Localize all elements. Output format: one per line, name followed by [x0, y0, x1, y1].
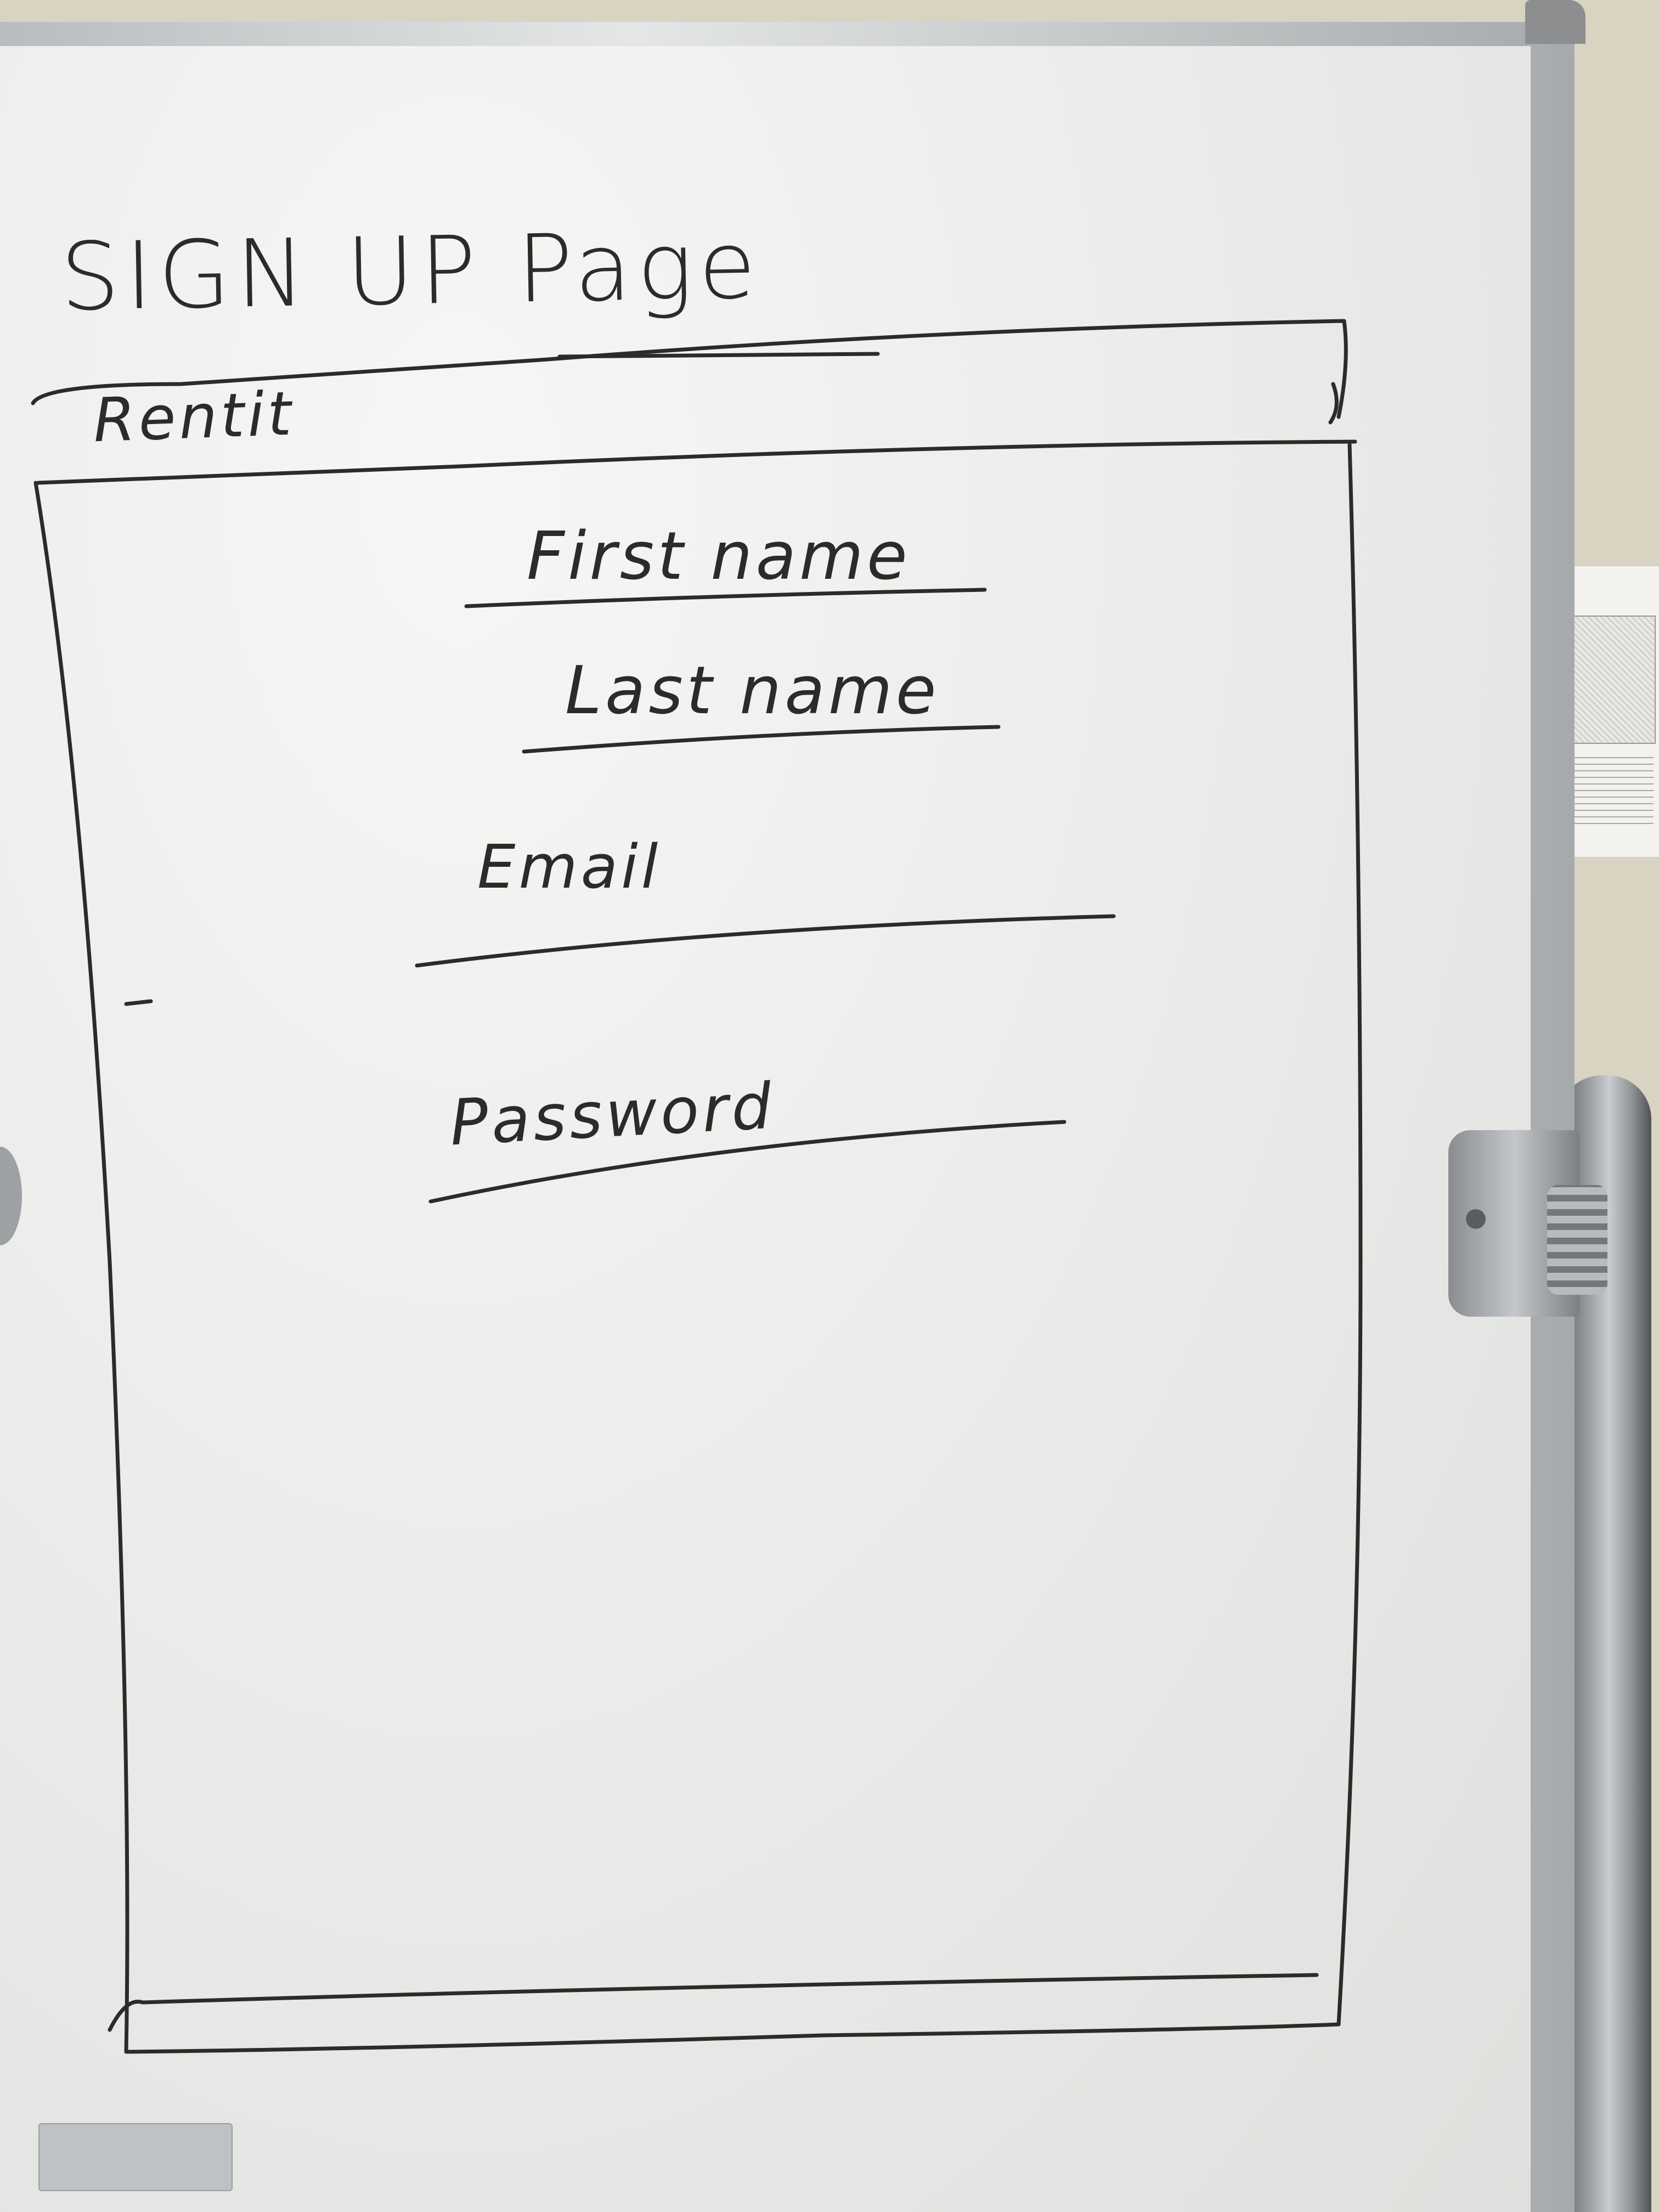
app-bar-brand: Rentit [92, 378, 296, 456]
page-frame-outline [33, 442, 1363, 2054]
first-name-underline [464, 588, 987, 608]
page-title: SIGN UP Page [59, 211, 763, 332]
stray-mark [124, 999, 153, 1006]
first-name-field-label: First name [527, 518, 911, 595]
page-frame-inner-outline [108, 1973, 1319, 2032]
property-sticker [38, 2123, 233, 2191]
email-underline [415, 914, 1116, 968]
last-name-field-label: Last name [565, 653, 940, 729]
whiteboard-surface [0, 46, 1531, 2212]
app-bar-outline [31, 319, 1348, 419]
whiteboard-frame-cap [1525, 0, 1585, 44]
password-underline [428, 1120, 1066, 1204]
poster-text-lines [1571, 753, 1654, 830]
password-field-label: Password [448, 1069, 777, 1160]
app-bar-bottom-line [36, 439, 1357, 485]
clamp-screw-icon [1466, 1209, 1486, 1229]
last-name-underline [522, 725, 1001, 754]
poster-map-image [1571, 616, 1656, 744]
wall-poster [1564, 565, 1659, 858]
email-field-label: Email [477, 832, 662, 902]
easel-clamp-gear [1547, 1185, 1607, 1295]
app-bar-right-edge [1328, 382, 1339, 425]
app-bar-top-stroke [557, 352, 880, 359]
